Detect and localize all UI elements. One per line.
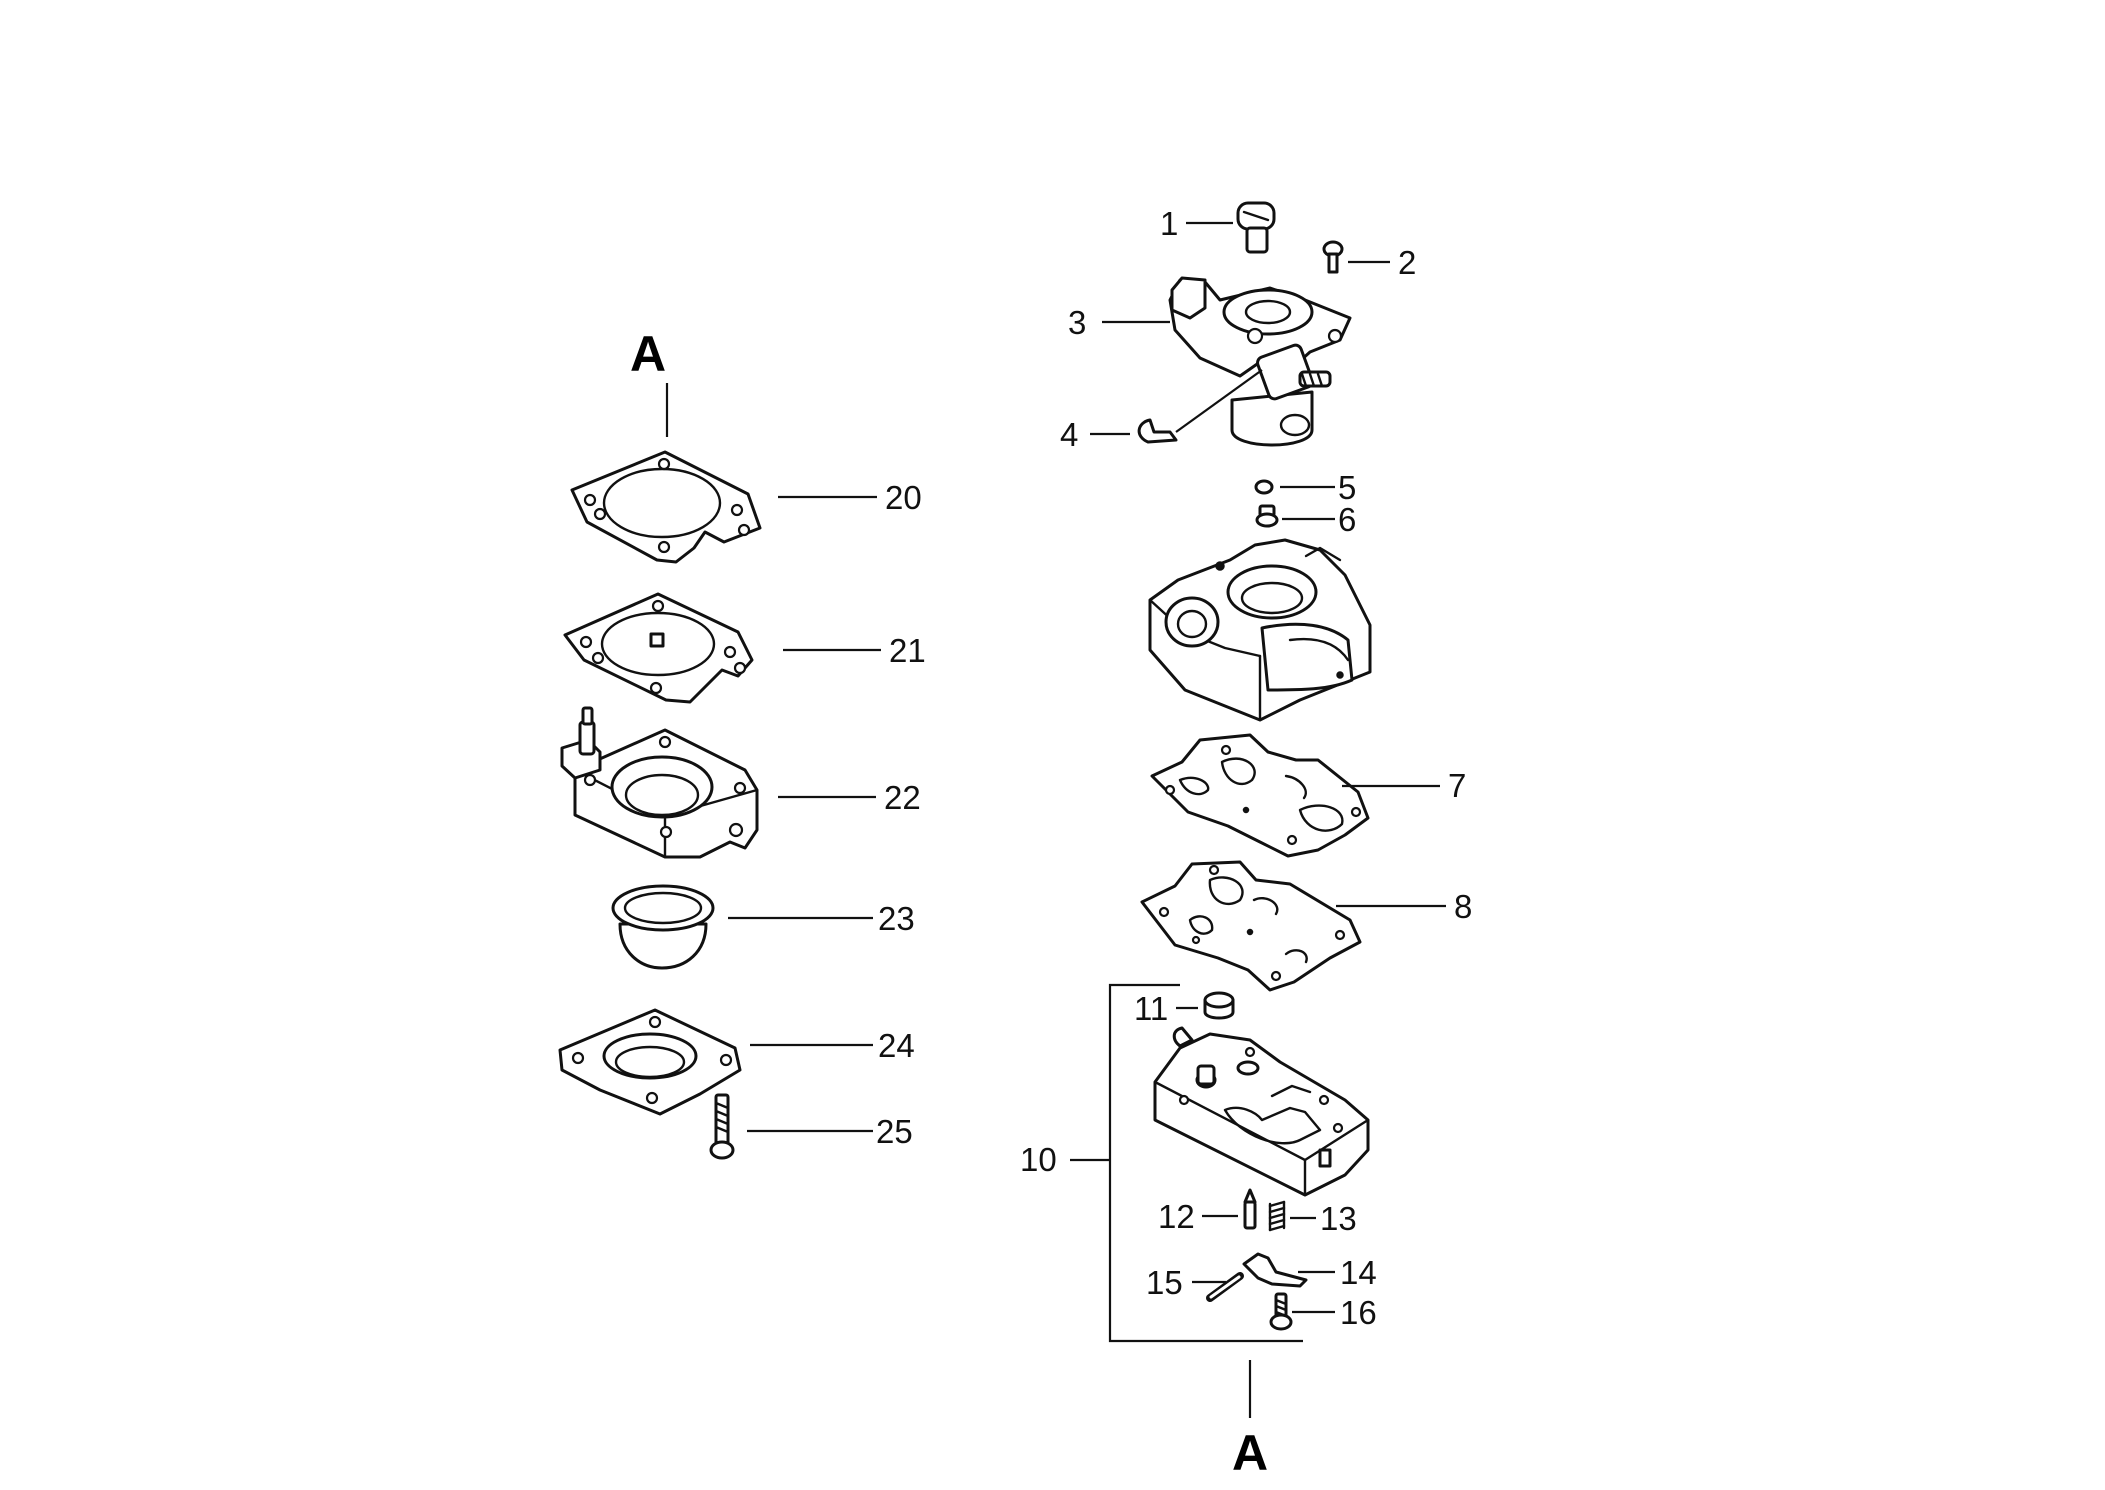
part-12-needle-valve bbox=[1243, 1188, 1257, 1230]
part-14-metering-lever bbox=[1242, 1252, 1308, 1288]
label-10: 10 bbox=[1020, 1141, 1057, 1178]
label-11: 11 bbox=[1134, 990, 1168, 1027]
part-24-retainer-plate bbox=[558, 1008, 742, 1116]
marker-top: A bbox=[630, 326, 666, 382]
label-13: 13 bbox=[1320, 1200, 1357, 1237]
part-4-e-clip bbox=[1137, 369, 1263, 444]
label-21: 21 bbox=[889, 632, 926, 669]
part-15-pin bbox=[1206, 1272, 1244, 1302]
label-4: 4 bbox=[1060, 416, 1078, 453]
part-2-screw bbox=[1322, 240, 1344, 274]
label-25: 25 bbox=[876, 1113, 913, 1150]
label-22: 22 bbox=[884, 779, 921, 816]
part-10-bracket bbox=[1070, 983, 1303, 1343]
part-13-spring bbox=[1268, 1200, 1286, 1232]
label-15: 15 bbox=[1146, 1264, 1183, 1301]
part-25-screw bbox=[709, 1093, 735, 1160]
part-21-diaphragm bbox=[563, 592, 754, 704]
part-7-gasket bbox=[1150, 733, 1370, 858]
label-5: 5 bbox=[1338, 469, 1356, 506]
label-6: 6 bbox=[1338, 501, 1356, 538]
label-14: 14 bbox=[1340, 1254, 1377, 1291]
part-3-throttle-lever-assembly bbox=[1168, 276, 1352, 447]
part-6-jet bbox=[1255, 504, 1279, 528]
part-23-primer-bulb bbox=[611, 884, 715, 970]
label-20: 20 bbox=[885, 479, 922, 516]
label-2: 2 bbox=[1398, 244, 1416, 281]
label-7: 7 bbox=[1448, 767, 1466, 804]
part-16-screw bbox=[1269, 1292, 1293, 1331]
label-8: 8 bbox=[1454, 888, 1472, 925]
part-22-pump-cover bbox=[560, 706, 759, 859]
marker-bottom: A bbox=[1232, 1425, 1268, 1481]
part-8-diaphragm bbox=[1140, 860, 1362, 992]
label-23: 23 bbox=[878, 900, 915, 937]
carburetor-body bbox=[1148, 538, 1372, 722]
label-12: 12 bbox=[1158, 1198, 1195, 1235]
label-24: 24 bbox=[878, 1027, 915, 1064]
label-16: 16 bbox=[1340, 1294, 1377, 1331]
part-20-gasket bbox=[570, 450, 762, 564]
part-11-filter bbox=[1203, 991, 1235, 1020]
part-5-o-ring bbox=[1254, 479, 1274, 495]
label-1: 1 bbox=[1160, 205, 1178, 242]
metering-body bbox=[1153, 1026, 1370, 1197]
label-3: 3 bbox=[1068, 304, 1086, 341]
part-1-adjusting-screw bbox=[1236, 201, 1276, 254]
